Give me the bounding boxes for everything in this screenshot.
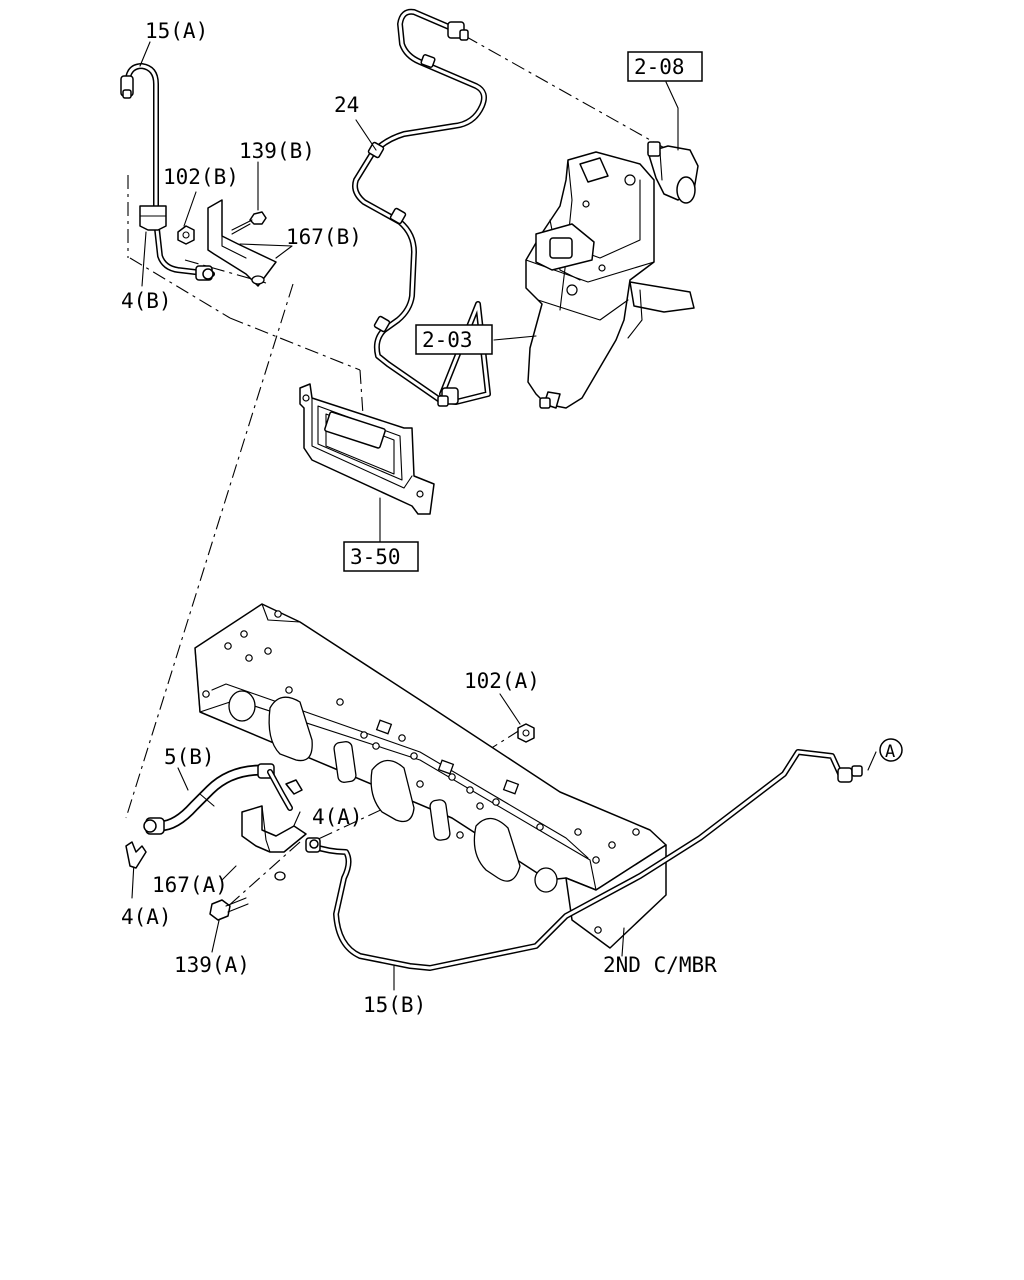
label-box-2-08 xyxy=(627,51,703,82)
brake-pipe-15a xyxy=(120,63,215,281)
label-4a-top: 4(A) xyxy=(312,805,363,829)
bracket-3-50 xyxy=(299,383,435,515)
bracket-167b xyxy=(177,199,277,287)
cross-member xyxy=(194,603,667,949)
label-4b: 4(B) xyxy=(121,289,172,313)
brake-hose-5b xyxy=(143,763,275,835)
reference-a-label: A xyxy=(885,742,895,762)
label-15a: 15(A) xyxy=(145,19,208,43)
label-2nd-cross-member: 2ND C/MBR xyxy=(603,953,717,977)
label-2-08: 2-08 xyxy=(634,55,685,79)
bolt-139a xyxy=(209,897,249,921)
clip-4a-top xyxy=(285,779,303,795)
label-3-50: 3-50 xyxy=(350,545,401,569)
pedal-assembly-2-03 xyxy=(525,141,699,409)
label-139a: 139(A) xyxy=(174,953,250,977)
label-box-3-50 xyxy=(343,541,419,572)
part-labels: 15(A) 139(B) 102(B) 167(B) 4(B) 24 2-08 … xyxy=(121,19,903,1017)
label-167a: 167(A) xyxy=(152,873,228,897)
clip-4a-bottom xyxy=(125,841,147,869)
nut-102a xyxy=(517,723,535,743)
label-15b: 15(B) xyxy=(363,993,426,1017)
label-4a-bottom: 4(A) xyxy=(121,905,172,929)
reference-a-circle xyxy=(879,738,903,762)
bracket-167a xyxy=(241,805,307,881)
label-box-2-03 xyxy=(415,324,493,355)
label-2-03: 2-03 xyxy=(422,328,473,352)
brake-pipe-15b xyxy=(267,749,863,971)
label-24: 24 xyxy=(334,93,359,117)
label-102a: 102(A) xyxy=(464,669,540,693)
brake-pipe-24 xyxy=(352,8,491,407)
label-5b: 5(B) xyxy=(164,745,215,769)
label-139b: 139(B) xyxy=(239,139,315,163)
label-167b: 167(B) xyxy=(286,225,362,249)
label-102b: 102(B) xyxy=(163,165,239,189)
leader-lines xyxy=(131,41,877,991)
